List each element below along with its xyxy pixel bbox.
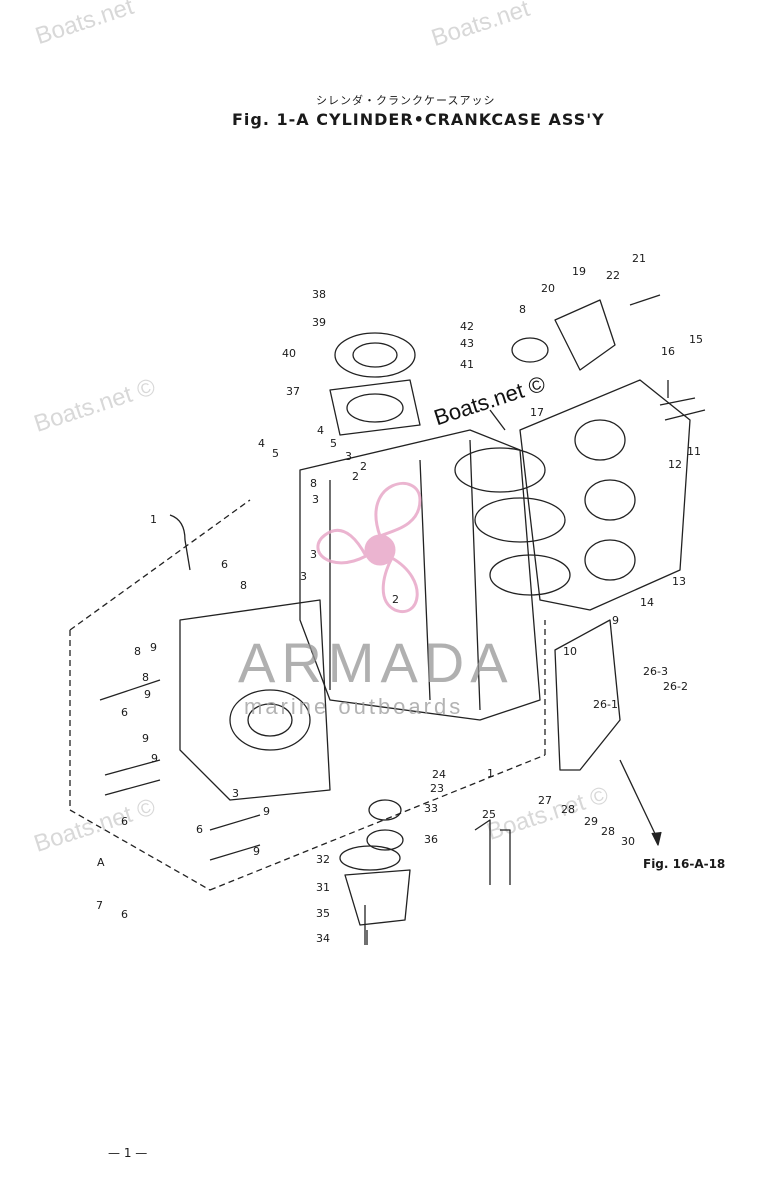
seal-housing [344,869,411,926]
callout: 9 [144,688,151,701]
callout: 25 [482,808,496,821]
callout: 21 [632,252,646,265]
callout: 3 [300,570,307,583]
callout: 8 [519,303,526,316]
o-ring [366,829,404,851]
callout: 34 [316,932,330,945]
callout: 3 [345,450,352,463]
callout: 6 [121,908,128,921]
callout: 23 [430,782,444,795]
callout: 19 [572,265,586,278]
callout: 2 [352,470,359,483]
callout: 24 [432,768,446,781]
callout: 6 [121,815,128,828]
callout: 9 [612,614,619,627]
callout: 41 [460,358,474,371]
callout: 1 [487,767,494,780]
callout: 5 [330,437,337,450]
crankcase [179,599,331,801]
callout: 37 [286,385,300,398]
callout: A [97,856,105,869]
page-number: — 1 — [108,1146,148,1160]
cylinder-block [299,429,541,721]
callout: 2 [360,460,367,473]
callout: 32 [316,853,330,866]
callout: 3 [312,493,319,506]
callout: 35 [316,907,330,920]
callout: 3 [232,787,239,800]
title-japanese: シレンダ・クランクケースアッシ [316,94,496,107]
callout: 28 [561,803,575,816]
callout: 26-2 [663,680,688,693]
callout: 22 [606,269,620,282]
head-gasket [329,379,421,436]
callout: 4 [317,424,324,437]
callout: 26-1 [593,698,618,711]
page-title: Fig. 1-A CYLINDER•CRANKCASE ASS'Y [232,110,605,129]
callout: 6 [121,706,128,719]
callout: 31 [316,881,330,894]
callout: 42 [460,320,474,333]
callout: 29 [584,815,598,828]
callout: 17 [530,406,544,419]
callout: 27 [538,794,552,807]
callout: 8 [134,645,141,658]
callout: 15 [689,333,703,346]
callout: 5 [272,447,279,460]
callout: 13 [672,575,686,588]
callout: 20 [541,282,555,295]
watermark-armada: ARMADA [238,631,514,694]
oil-seal [368,799,402,821]
cover-plate [334,332,416,378]
thermostat-cover [554,299,616,371]
callout: 2 [392,593,399,606]
callout: 38 [312,288,326,301]
callout: 4 [258,437,265,450]
assembly-dashed-frame [69,499,546,891]
callout: 6 [196,823,203,836]
callout: 6 [221,558,228,571]
cylinder-head [519,379,691,611]
callout: 14 [640,596,654,609]
side-cover [554,619,621,771]
callout: 9 [263,805,270,818]
callout: 9 [150,641,157,654]
callout: 9 [142,732,149,745]
logo-watermark [316,481,422,614]
callout: 43 [460,337,474,350]
callout: 36 [424,833,438,846]
callout: 7 [96,899,103,912]
callout-labels: 38 39 40 37 42 43 41 8 20 19 22 21 16 15… [96,252,703,945]
callout: 8 [240,579,247,592]
callout: 16 [661,345,675,358]
hose [169,514,191,571]
watermark-armada-subtitle: marine outboards [244,694,464,719]
callout: 8 [310,477,317,490]
figure-cross-reference: Fig. 16-A-18 [643,857,726,871]
callout: 30 [621,835,635,848]
callout: 9 [151,752,158,765]
callout: 10 [563,645,577,658]
callout: 26-3 [643,665,668,678]
callout: 9 [253,845,260,858]
callout: 1 [150,513,157,526]
callout: 39 [312,316,326,329]
callout: 11 [687,445,701,458]
callout: 33 [424,802,438,815]
callout: 3 [310,548,317,561]
seal-ring [339,845,401,871]
callout: 28 [601,825,615,838]
callout: 40 [282,347,296,360]
callout: 12 [668,458,682,471]
callout: 8 [142,671,149,684]
